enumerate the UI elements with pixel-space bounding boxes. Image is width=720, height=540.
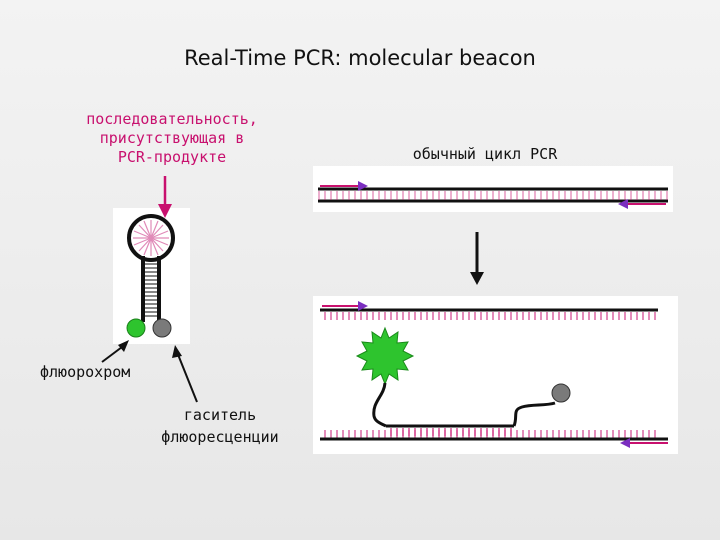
quencher-pointer (176, 351, 198, 403)
quencher-dot (152, 318, 172, 338)
fluorophore-dot (126, 318, 146, 338)
beacon-linker-right (512, 401, 556, 427)
stem-ticks (145, 263, 157, 317)
fluorophore-label: флюорохром (40, 363, 131, 381)
loop-ticks (133, 220, 169, 256)
page-title: Real-Time PCR: molecular beacon (184, 46, 536, 70)
pcr-cycle-label: обычный цикл PCR (412, 145, 558, 163)
sequence-label: последовательность, присутствующая в PCR… (86, 110, 258, 166)
quencher-label: гаситель флюоресценции (161, 406, 279, 446)
hybrid-quencher-dot (551, 383, 571, 403)
beacon-linker-left (372, 382, 387, 428)
